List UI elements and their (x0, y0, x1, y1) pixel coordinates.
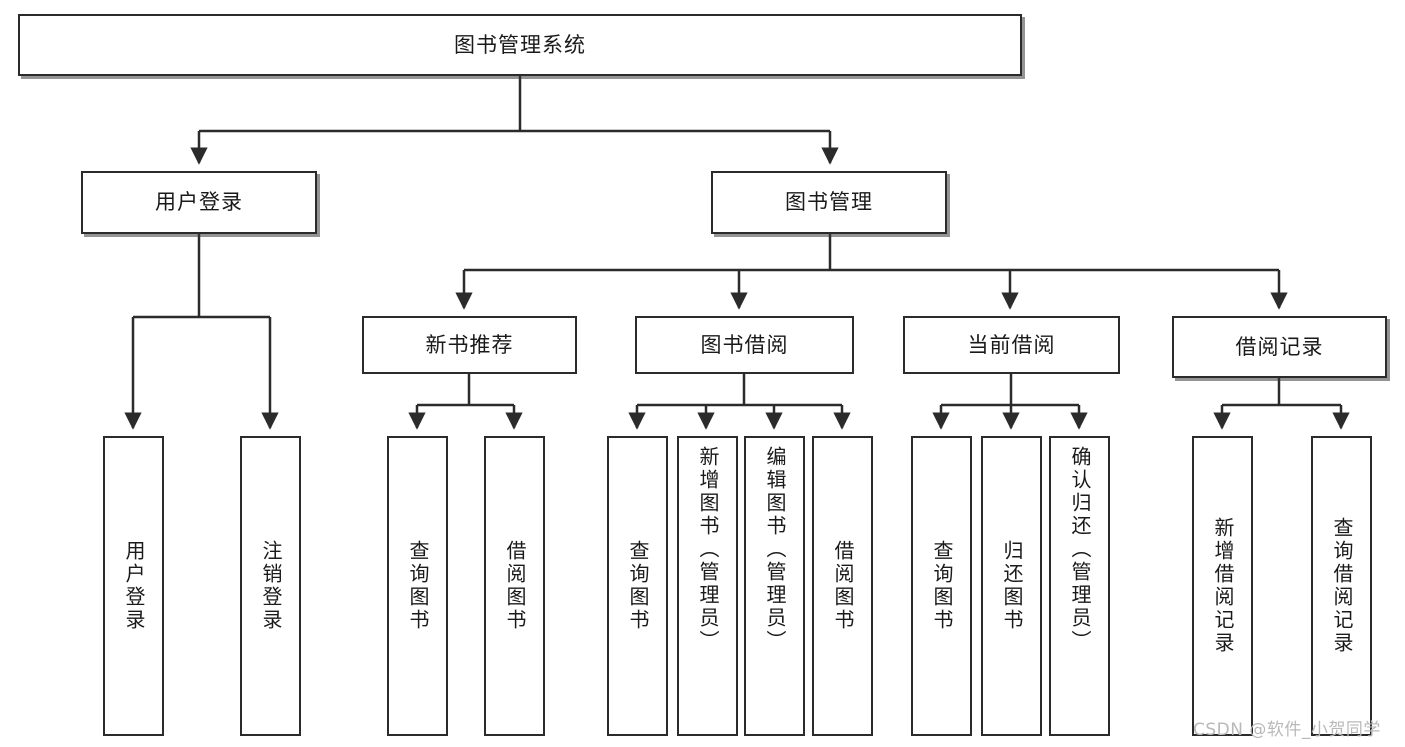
node-leaf-user-login[interactable]: 用户登录 (103, 436, 164, 736)
node-book-borrow[interactable]: 图书借阅 (635, 316, 854, 374)
node-label: 查询图书 (406, 540, 430, 632)
node-label: 查询图书 (930, 540, 954, 632)
node-current-borrow[interactable]: 当前借阅 (903, 316, 1120, 374)
node-label: 借阅图书 (831, 540, 855, 632)
node-leaf-query-book-2[interactable]: 查询图书 (607, 436, 668, 736)
node-label: 当前借阅 (967, 332, 1056, 357)
node-leaf-query-record[interactable]: 查询借阅记录 (1311, 436, 1372, 736)
node-leaf-query-book-3[interactable]: 查询图书 (911, 436, 972, 736)
node-label: 确认归还（管理员） (1068, 446, 1092, 653)
node-leaf-logout-login[interactable]: 注销登录 (240, 436, 301, 736)
node-leaf-confirm-return[interactable]: 确认归还（管理员） (1049, 436, 1110, 736)
node-label: 借阅记录 (1235, 334, 1324, 359)
node-leaf-add-record[interactable]: 新增借阅记录 (1192, 436, 1253, 736)
node-leaf-borrow-book-2[interactable]: 借阅图书 (812, 436, 873, 736)
node-label: 查询图书 (626, 540, 650, 632)
node-label: 用户登录 (122, 540, 146, 632)
node-label: 用户登录 (155, 190, 243, 214)
node-leaf-edit-book[interactable]: 编辑图书（管理员） (744, 436, 805, 736)
node-borrow-record[interactable]: 借阅记录 (1172, 316, 1387, 378)
node-label: 图书管理系统 (454, 32, 586, 57)
node-label: 新书推荐 (425, 332, 514, 357)
node-label: 新增借阅记录 (1211, 517, 1235, 655)
node-label: 归还图书 (1000, 540, 1024, 632)
node-leaf-borrow-book-1[interactable]: 借阅图书 (484, 436, 545, 736)
node-label: 注销登录 (259, 540, 283, 632)
node-label: 查询借阅记录 (1330, 517, 1354, 655)
node-label: 图书管理 (785, 190, 873, 214)
node-label: 新增图书（管理员） (696, 446, 720, 653)
node-user-login[interactable]: 用户登录 (81, 171, 317, 234)
node-label: 图书借阅 (700, 332, 789, 357)
node-new-book-recommend[interactable]: 新书推荐 (362, 316, 577, 374)
node-leaf-return-book[interactable]: 归还图书 (981, 436, 1042, 736)
node-label: 借阅图书 (503, 540, 527, 632)
node-book-management-system[interactable]: 图书管理系统 (18, 14, 1022, 76)
csdn-watermark: CSDN @软件_小贺同学 (1193, 720, 1381, 740)
node-book-management[interactable]: 图书管理 (711, 171, 947, 234)
node-leaf-query-book-1[interactable]: 查询图书 (387, 436, 448, 736)
node-label: 编辑图书（管理员） (763, 446, 787, 653)
node-leaf-add-book[interactable]: 新增图书（管理员） (677, 436, 738, 736)
